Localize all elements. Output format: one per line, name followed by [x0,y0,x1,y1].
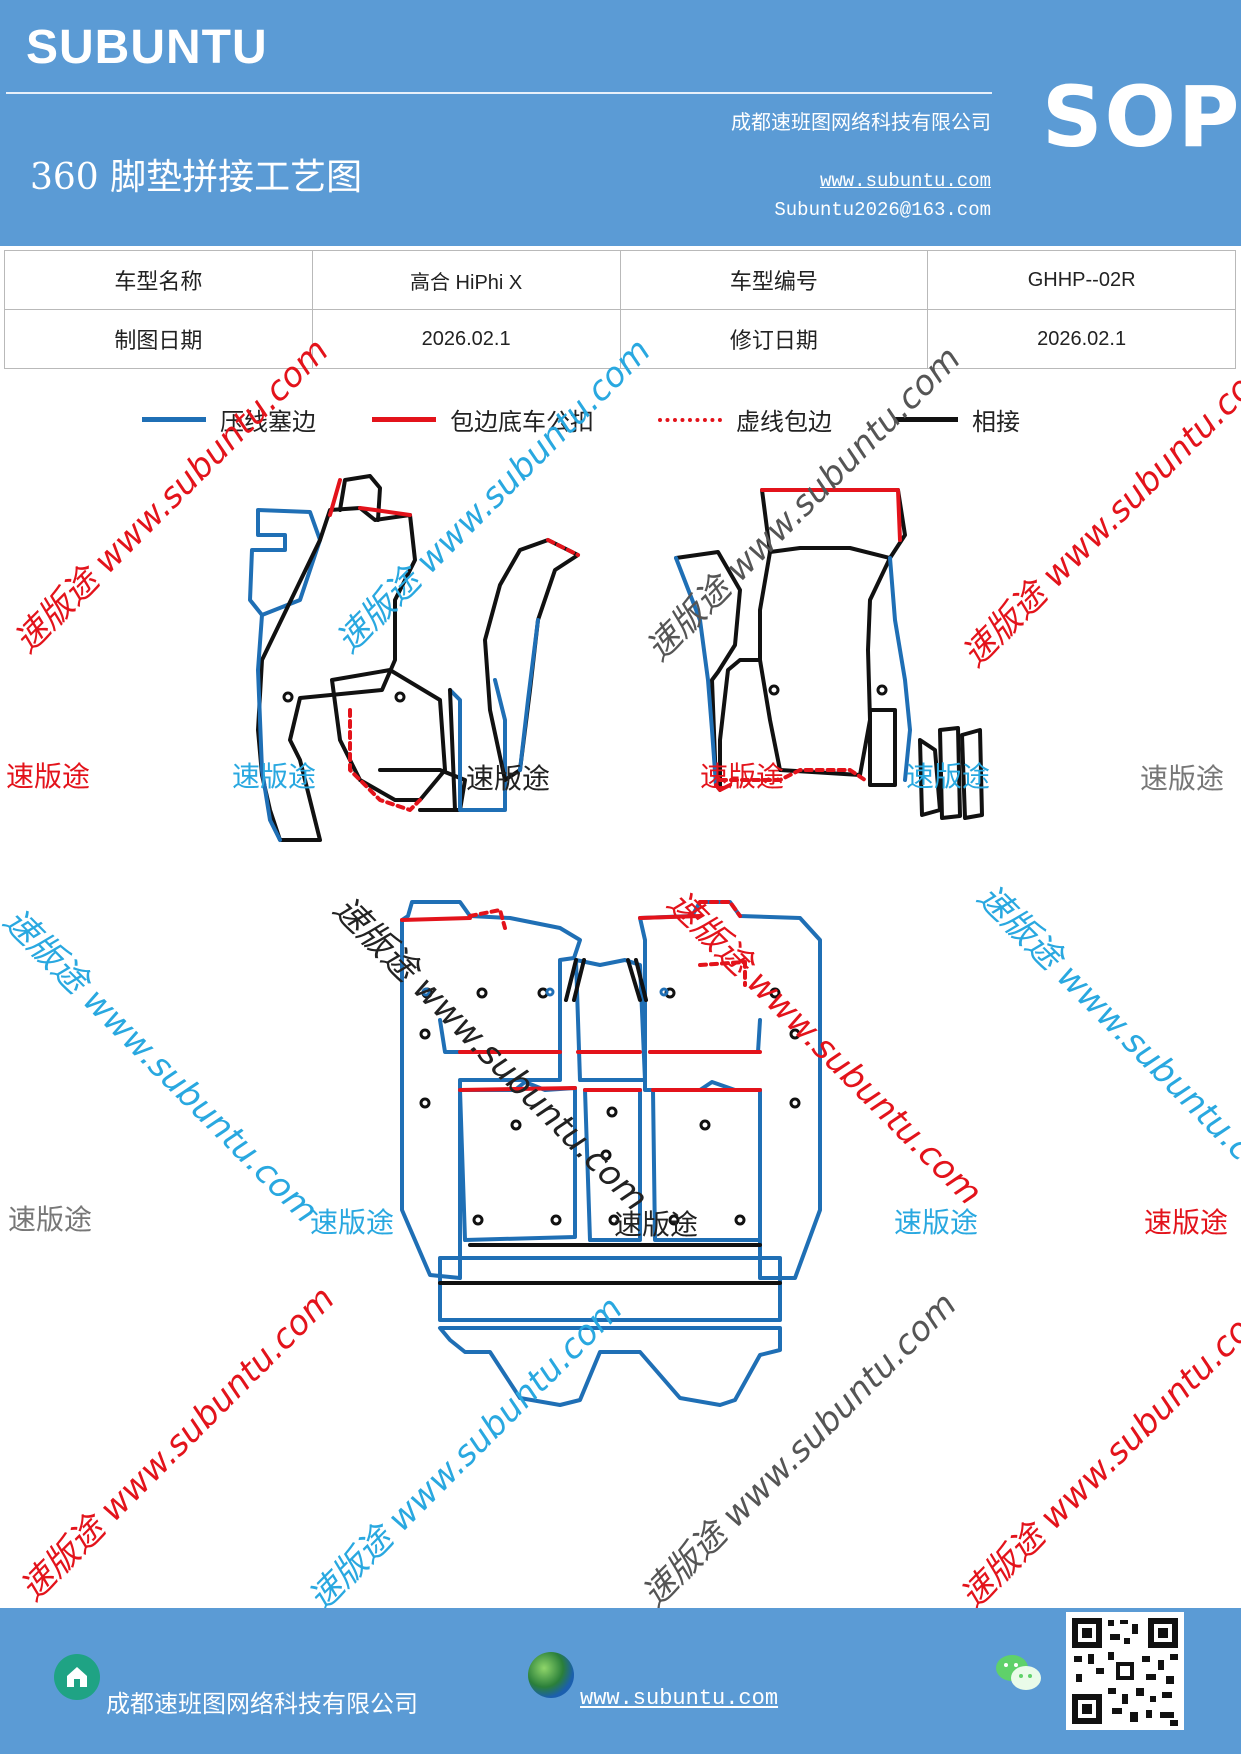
legend-label: 相接 [972,408,1020,436]
globe-icon [528,1652,574,1698]
legend-label: 虚线包边 [736,408,832,436]
legend-item: 包边底车公扣 [372,402,594,437]
table-cell-label: 制图日期 [4,309,313,369]
email-address: Subuntu2026@163.com [774,199,991,221]
footer-website-link[interactable]: www.subuntu.com [580,1686,779,1711]
wechat-icon [994,1652,1044,1700]
qr-code [1066,1612,1184,1730]
footer-company-name: 成都速班图网络科技有限公司 [106,1690,418,1718]
page-title: 360 脚垫拼接工艺图 [30,157,363,198]
home-icon [54,1654,100,1700]
legend-item: 相接 [894,402,1020,437]
watermark-text: 速版途 [614,1208,699,1241]
legend-item: 虚线包边 [658,402,832,437]
watermark-text: 速版途 [1140,762,1225,795]
watermark-text: 速版途 [8,1203,93,1236]
watermark-text: 速版途 [894,1206,979,1239]
right-side-strips [918,726,984,820]
table-cell-value: 2026.02.1 [927,309,1236,369]
sop-label: SOP [1042,68,1241,166]
rear-mat [400,900,822,1407]
website-link[interactable]: www.subuntu.com [819,170,991,192]
legend-swatch [894,417,958,422]
table-row: 车型名称 高合 HiPhi X 车型编号 GHHP--02R [4,250,1236,310]
watermark-text: 速版途 [6,760,91,793]
vehicle-info-table: 车型名称 高合 HiPhi X 车型编号 GHHP--02R 制图日期 2026… [4,250,1236,369]
legend-item: 压线塞边 [142,402,316,437]
legend-label: 压线塞边 [220,408,316,436]
legend-swatch [658,417,722,422]
legend: 压线塞边 包边底车公扣 虚线包边 相接 [0,402,1241,442]
watermark-text: 速版途 [466,762,551,795]
legend-swatch [142,417,206,422]
watermark-text: 速版途 [700,760,785,793]
watermark-text: 速版途 [310,1206,395,1239]
table-row: 制图日期 2026.02.1 修订日期 2026.02.1 [4,309,1236,369]
company-name: 成都速班图网络科技有限公司 [731,110,991,134]
legend-label: 包边底车公扣 [450,408,594,436]
watermark-text: 速版途 [1144,1206,1229,1239]
watermark-text: 速版途 [906,760,991,793]
table-cell-label: 车型编号 [619,250,929,310]
footer-banner: 成都速班图网络科技有限公司 www.subuntu.com [0,1608,1241,1754]
right-front-mat [674,488,912,792]
table-cell-value: GHHP--02R [927,250,1236,310]
legend-swatch [372,417,436,422]
left-front-mat [248,474,507,842]
table-cell-value: 高合 HiPhi X [311,250,621,310]
brand-logo: SUBUNTU [26,21,268,74]
header-banner: SUBUNTU SOP 360 脚垫拼接工艺图 成都速班图网络科技有限公司 ww… [0,0,1241,246]
left-side-strip [483,538,580,782]
watermark-text: 速版途 [232,760,317,793]
header-divider [6,92,992,94]
table-cell-label: 车型名称 [4,250,313,310]
table-cell-value: 2026.02.1 [311,309,621,369]
table-cell-label: 修订日期 [619,309,929,369]
floor-mat-diagram [248,474,984,1407]
